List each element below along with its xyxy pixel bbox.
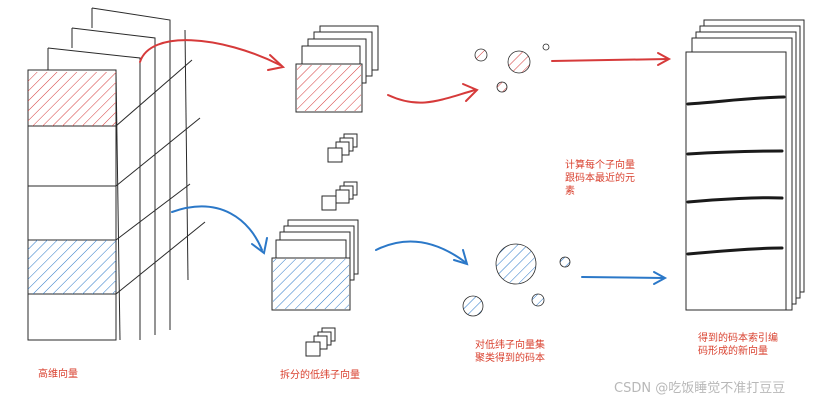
new-vector-code-marks <box>686 95 786 256</box>
label-new-vector: 得到的码本索引编 码形成的新向量 <box>698 333 778 357</box>
arrow-blue-split <box>171 205 268 255</box>
label-split-subvectors: 拆分的低纬子向量 <box>280 370 360 381</box>
red-codebook-clusters <box>474 43 550 93</box>
blue-subvector-hatch <box>273 259 349 309</box>
arrow-red-split <box>139 39 286 71</box>
label-high-dim-vector: 高维向量 <box>38 369 78 380</box>
label-compute-nearest: 计算每个子向量 跟码本最近的元 素 <box>565 160 635 197</box>
arrow-red-newvector <box>551 52 672 66</box>
blue-codebook-clusters <box>462 243 571 317</box>
high-dim-blue-segment <box>28 240 116 294</box>
arrow-blue-codebook <box>375 240 469 266</box>
new-vector-stack <box>685 19 805 311</box>
watermark: CSDN @吃饭睡觉不准打豆豆 <box>614 381 786 396</box>
arrow-blue-newvector <box>581 271 668 285</box>
tiny-subvector-cubes <box>305 133 358 357</box>
arrow-red-codebook <box>387 83 479 104</box>
high-dim-red-segment <box>28 72 116 126</box>
label-cluster-codebook: 对低纬子向量集 聚类得到的码本 <box>475 340 545 364</box>
red-subvector-hatch <box>297 65 361 111</box>
